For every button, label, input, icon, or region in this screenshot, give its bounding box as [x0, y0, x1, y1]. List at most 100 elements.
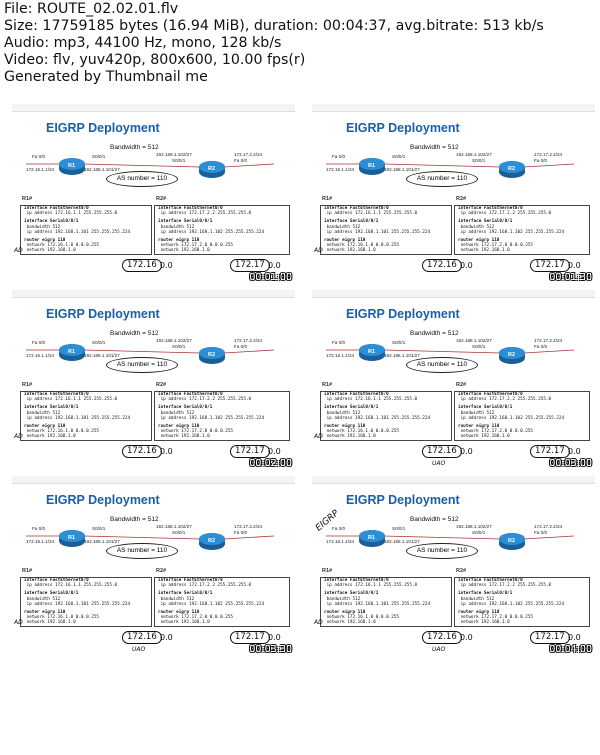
handwritten-ad-note: AD — [314, 433, 323, 440]
generator-line: Generated by Thumbnail me — [4, 69, 208, 85]
handwritten-r1-suffix: 0.0 — [160, 633, 173, 642]
video-info-line: Video: flv, yuv420p, 800x600, 10.00 fps(… — [4, 52, 306, 68]
handwritten-r2-suffix: 0.0 — [568, 261, 581, 270]
as-number-label: AS number = 110 — [406, 357, 478, 373]
r2-config-line: bandwidth 512 — [458, 410, 495, 416]
r1-config-line: ip address 172.16.1.1 255.255.255.0 — [24, 583, 118, 589]
r1-config-line: interface FastEthernet0/0 — [24, 206, 89, 211]
r2-config-line: interface Serial0/0/1 — [158, 405, 213, 411]
r2-config-label: R2# — [156, 568, 167, 574]
r1-config-line: ip address 172.16.1.1 255.255.255.0 — [324, 583, 418, 589]
r1-config-line: interface Serial0/0/1 — [324, 219, 379, 225]
r1-config-line: network 172.16.1.0 0.0.0.255 — [24, 615, 100, 621]
video-thumbnail[interactable]: EIGRP Deployment R1 R2 Bandwidth = 512 A… — [312, 290, 595, 472]
video-thumbnail[interactable]: EIGRP Deployment R1 R2 Bandwidth = 512 A… — [12, 104, 295, 286]
r2-config-line: network 192.168.1.0 — [458, 620, 510, 626]
r2-serial-address: 192.168.1.102/27 — [156, 338, 192, 343]
router-r1-label: R1 — [368, 535, 376, 541]
r2-config-line: bandwidth 512 — [158, 410, 195, 416]
thumbnail-timestamp: 00:01:00 — [249, 272, 292, 283]
audio-info-line: Audio: mp3, 44100 Hz, mono, 128 kb/s — [4, 35, 282, 51]
handwritten-r2-network: 172.17 — [230, 259, 270, 272]
r2-config-line: interface FastEthernet0/0 — [458, 392, 523, 397]
r1-config-box: interface FastEthernet0/0 ip address 172… — [20, 391, 152, 441]
r1-config-box: interface FastEthernet0/0 ip address 172… — [320, 205, 452, 255]
r1-config-line: network 192.168.1.0 — [324, 620, 376, 626]
router-r2-icon — [199, 161, 225, 178]
r2-fa-interface: Fa 0/0 — [534, 344, 548, 349]
r2-serial-interface: S0/0/1 — [472, 530, 486, 535]
r1-config-box: interface FastEthernet0/0 ip address 172… — [20, 577, 152, 627]
file-size-line: Size: 17759185 bytes (16.94 MiB), durati… — [4, 18, 544, 34]
r2-config-box: interface FastEthernet0/0 ip address 172… — [454, 391, 590, 441]
r1-config-label: R1# — [322, 568, 333, 574]
r2-config-line: bandwidth 512 — [158, 224, 195, 230]
router-r1-label: R1 — [68, 349, 76, 355]
r1-config-line: interface Serial0/0/1 — [24, 591, 79, 597]
slide-title: EIGRP Deployment — [46, 307, 160, 321]
r2-config-box: interface FastEthernet0/0 ip address 172… — [454, 577, 590, 627]
r2-config-line: ip address 172.17.2.2 255.255.255.0 — [458, 397, 552, 403]
handwritten-ad-note: AD — [314, 619, 323, 626]
r2-config-line: network 192.168.1.0 — [458, 248, 510, 254]
router-r2-label: R2 — [208, 166, 216, 172]
r2-config-line: network 192.168.1.0 — [158, 248, 210, 254]
handwritten-r1-network: 172.16 — [122, 445, 162, 458]
r1-config-label: R1# — [322, 196, 333, 202]
r2-config-line: network 192.168.1.0 — [158, 434, 210, 440]
bandwidth-label: Bandwidth = 512 — [110, 516, 159, 523]
r2-config-line: interface Serial0/0/1 — [458, 219, 513, 225]
r1-config-line: network 192.168.1.0 — [24, 620, 76, 626]
r1-config-line: bandwidth 512 — [24, 596, 61, 602]
r1-fa-interface: Fa 0/0 — [332, 154, 346, 159]
r1-config-line: interface FastEthernet0/0 — [324, 578, 389, 583]
handwritten-ad-note: AD — [314, 247, 323, 254]
r2-config-label: R2# — [156, 382, 167, 388]
r1-config-line: network 192.168.1.0 — [24, 248, 76, 254]
r1-config-line: interface FastEthernet0/0 — [324, 206, 389, 211]
r1-serial-interface: S0/0/1 — [92, 340, 106, 345]
handwritten-wildcard-note: UAO — [432, 646, 446, 653]
r1-serial-interface: S0/0/1 — [92, 526, 106, 531]
r2-config-line: ip address 192.168.1.102 255.255.255.224 — [158, 415, 265, 421]
handwritten-wildcard-note: UAO — [132, 646, 146, 653]
r2-config-line: router eigrp 110 — [458, 238, 500, 244]
router-r1-icon — [59, 344, 85, 361]
r1-serial-address: 192.168.1.101/27 — [84, 353, 120, 358]
r2-config-box: interface FastEthernet0/0 ip address 172… — [154, 205, 290, 255]
r1-config-line: network 172.16.1.0 0.0.0.255 — [324, 429, 400, 435]
slide-top-bar — [312, 104, 595, 112]
r2-serial-address: 192.168.1.102/27 — [456, 338, 492, 343]
video-thumbnail[interactable]: EIGRP Deployment R1 R2 Bandwidth = 512 A… — [12, 290, 295, 472]
r1-config-line: bandwidth 512 — [24, 224, 61, 230]
r2-serial-interface: S0/0/1 — [172, 158, 186, 163]
r1-config-line: interface Serial0/0/1 — [24, 219, 79, 225]
topology-diagram — [26, 344, 275, 364]
r1-config-line: interface FastEthernet0/0 — [324, 392, 389, 397]
r2-config-line: ip address 192.168.1.102 255.255.255.224 — [158, 601, 265, 607]
r2-lan-address: 172.17.2.2/24 — [234, 152, 263, 157]
as-number-label: AS number = 110 — [106, 171, 178, 187]
video-thumbnail[interactable]: EIGRP Deployment R1 R2 Bandwidth = 512 A… — [12, 476, 295, 658]
router-r1-label: R1 — [368, 163, 376, 169]
slide-title: EIGRP Deployment — [346, 493, 460, 507]
handwritten-r1-suffix: 0.0 — [160, 261, 173, 270]
r2-config-line: interface Serial0/0/1 — [458, 405, 513, 411]
r1-config-line: network 172.16.1.0 0.0.0.255 — [324, 615, 400, 621]
router-r1-icon — [59, 530, 85, 547]
r2-fa-interface: Fa 0/0 — [534, 158, 548, 163]
r1-serial-address: 192.168.1.101/27 — [384, 539, 420, 544]
video-thumbnail[interactable]: EIGRP Deployment R1 R2 Bandwidth = 512 A… — [312, 476, 595, 658]
r2-config-box: interface FastEthernet0/0 ip address 172… — [454, 205, 590, 255]
router-r2-icon — [499, 533, 525, 550]
thumbnail-timestamp: 00:03:00 — [549, 458, 592, 469]
r2-lan-address: 172.17.2.2/24 — [234, 338, 263, 343]
topology-diagram — [326, 158, 575, 178]
handwritten-r2-network: 172.17 — [530, 445, 570, 458]
r2-config-line: interface FastEthernet0/0 — [158, 392, 223, 397]
r2-serial-interface: S0/0/1 — [472, 158, 486, 163]
r2-config-line: interface FastEthernet0/0 — [158, 206, 223, 211]
r1-lan-address: 172.16.1.1/24 — [326, 353, 355, 358]
r1-config-line: router eigrp 110 — [24, 610, 66, 616]
video-thumbnail[interactable]: EIGRP Deployment R1 R2 Bandwidth = 512 A… — [312, 104, 595, 286]
